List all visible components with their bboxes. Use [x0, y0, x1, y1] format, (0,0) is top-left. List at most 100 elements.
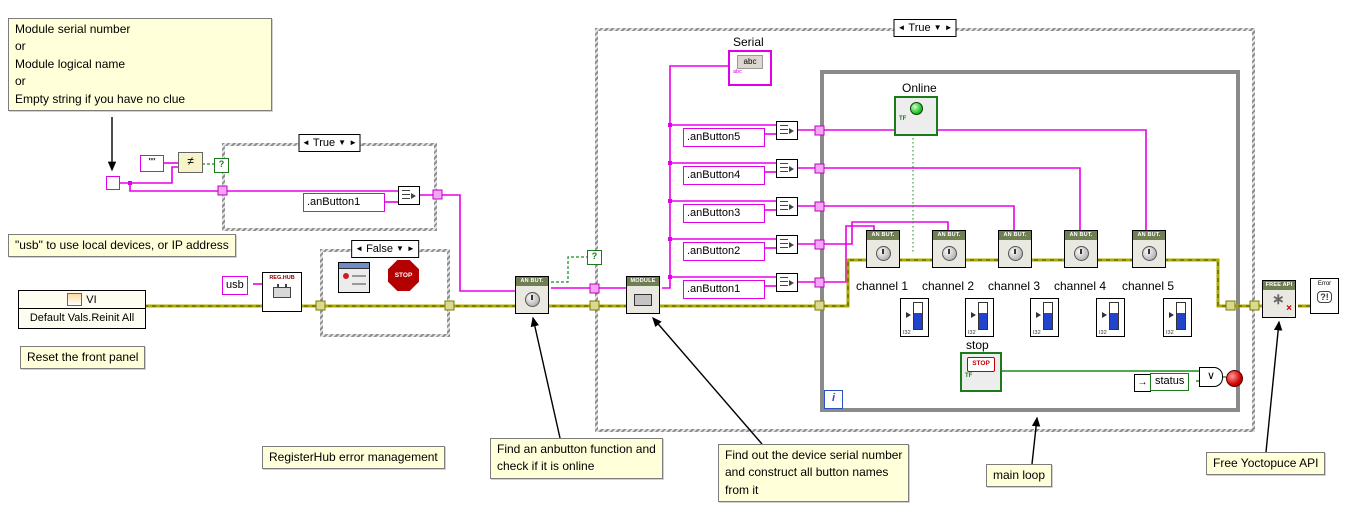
- usb-plug-icon: [273, 284, 291, 298]
- concat-arrow-icon: [789, 127, 794, 134]
- case-next-icon[interactable]: ►: [406, 244, 415, 253]
- case-next-icon[interactable]: ►: [349, 138, 357, 147]
- slider-pointer-icon: [971, 312, 976, 318]
- stop-sign-node[interactable]: STOP: [388, 260, 419, 291]
- concat-arrow-icon: [411, 192, 416, 199]
- concat-arrow-icon: [789, 241, 794, 248]
- numeric-type-label: I32: [968, 330, 976, 336]
- anbutton-find-node[interactable]: AN BUT.: [515, 276, 549, 314]
- anbutton4-constant[interactable]: .anButton4: [683, 166, 765, 185]
- channel1-label: channel 1: [850, 279, 914, 293]
- anbutton-node-ch5[interactable]: AN BUT.: [1132, 230, 1166, 268]
- channel2-slider-indicator[interactable]: I32: [965, 298, 994, 337]
- concatenate-strings-node[interactable]: [776, 159, 798, 178]
- anbutton-node-ch2[interactable]: AN BUT.: [932, 230, 966, 268]
- case-selector-value: False: [366, 243, 393, 255]
- empty-string-constant[interactable]: "": [140, 155, 164, 172]
- burst-icon: ∗: [1272, 291, 1285, 308]
- serial-string-constant[interactable]: [106, 176, 120, 190]
- case-prev-icon[interactable]: ◄: [355, 244, 364, 253]
- vi-icon: [67, 293, 83, 306]
- error-out-indicator[interactable]: Error ?!: [1310, 278, 1339, 314]
- chip-icon: [634, 294, 652, 306]
- slider-pointer-icon: [906, 312, 911, 318]
- case-prev-icon[interactable]: ◄: [897, 23, 906, 32]
- channel2-label: channel 2: [916, 279, 980, 293]
- comment-module-hint: Find out the device serial number and co…: [718, 444, 910, 503]
- case-selector-top[interactable]: ◄ True ▼ ►: [298, 134, 361, 152]
- knob-icon: [524, 292, 540, 307]
- case-selector-error[interactable]: ◄ False ▼ ►: [351, 240, 419, 258]
- concatenate-strings-node[interactable]: [776, 273, 798, 292]
- concatenate-strings-node[interactable]: [776, 235, 798, 254]
- comment-free-api-hint: Free Yoctopuce API: [1206, 452, 1326, 476]
- channel5-label: channel 5: [1116, 279, 1180, 293]
- slider-pointer-icon: [1036, 312, 1041, 318]
- knob-icon: [941, 246, 957, 261]
- anbutton-node-ch1[interactable]: AN BUT.: [866, 230, 900, 268]
- anbutton-node-label: AN BUT.: [1133, 231, 1165, 240]
- not-equal-node[interactable]: ≠: [178, 152, 203, 173]
- reghub-label: REG.HUB: [269, 275, 295, 281]
- dialog-titlebar-icon: [339, 263, 369, 269]
- chevron-down-icon[interactable]: ▼: [933, 23, 942, 32]
- channel1-slider-indicator[interactable]: I32: [900, 298, 929, 337]
- error-dialog-node[interactable]: [338, 262, 370, 293]
- module-node-label: MODULE: [627, 277, 659, 286]
- knob-icon: [1073, 246, 1089, 261]
- stop-button-terminal[interactable]: STOP TF: [960, 352, 1002, 392]
- chevron-down-icon[interactable]: ▼: [395, 244, 404, 253]
- loop-condition-terminal[interactable]: [1226, 370, 1243, 387]
- anbutton-node-label: AN BUT.: [516, 277, 548, 286]
- case-selector-main[interactable]: ◄ True ▼ ►: [893, 19, 957, 37]
- knob-icon: [1007, 246, 1023, 261]
- channel5-slider-indicator[interactable]: I32: [1163, 298, 1192, 337]
- concat-lines-icon: [780, 201, 788, 212]
- online-led-indicator[interactable]: TF: [894, 96, 938, 136]
- channel3-slider-indicator[interactable]: I32: [1030, 298, 1059, 337]
- concat-lines-icon: [780, 277, 788, 288]
- channel4-label: channel 4: [1048, 279, 1112, 293]
- anbutton1-top-constant[interactable]: .anButton1: [303, 193, 385, 212]
- concatenate-strings-node[interactable]: [776, 197, 798, 216]
- chevron-down-icon[interactable]: ▼: [338, 138, 347, 147]
- concat-lines-icon: [402, 190, 410, 201]
- anbutton-node-ch3[interactable]: AN BUT.: [998, 230, 1032, 268]
- case-selector-terminal[interactable]: ?: [587, 250, 602, 265]
- channel3-label: channel 3: [982, 279, 1046, 293]
- comment-reghub-hint: RegisterHub error management: [262, 446, 445, 470]
- free-api-node-label: FREE API: [1263, 281, 1295, 290]
- reghub-node[interactable]: REG.HUB: [262, 272, 302, 312]
- anbutton5-constant[interactable]: .anButton5: [683, 128, 765, 147]
- online-led-label: Online: [902, 81, 937, 95]
- slider-track-icon: [978, 302, 988, 330]
- free-api-node[interactable]: FREE API ∗ ×: [1262, 280, 1296, 318]
- anbutton2-constant[interactable]: .anButton2: [683, 242, 765, 261]
- case-selector-terminal[interactable]: ?: [214, 158, 229, 173]
- concatenate-strings-node[interactable]: [398, 186, 420, 205]
- slider-pointer-icon: [1102, 312, 1107, 318]
- concatenate-strings-node[interactable]: [776, 121, 798, 140]
- usb-constant[interactable]: usb: [222, 276, 248, 295]
- string-type-icon: abc: [737, 55, 763, 69]
- anbutton-node-ch4[interactable]: AN BUT.: [1064, 230, 1098, 268]
- numeric-type-label: I32: [1166, 330, 1174, 336]
- anbutton1-constant[interactable]: .anButton1: [683, 280, 765, 299]
- concat-arrow-icon: [789, 165, 794, 172]
- error-out-title: Error: [1317, 281, 1332, 287]
- invoke-node-method: Default Vals.Reinit All: [29, 312, 135, 324]
- status-local-variable[interactable]: status: [1150, 373, 1190, 391]
- case-prev-icon[interactable]: ◄: [302, 138, 310, 147]
- local-variable-arrow-icon: →: [1134, 374, 1151, 392]
- dialog-text-line-icon: [352, 275, 366, 277]
- or-function-node[interactable]: ∨: [1199, 367, 1223, 387]
- case-next-icon[interactable]: ►: [944, 23, 953, 32]
- serial-string-indicator[interactable]: abc abc: [728, 50, 772, 86]
- anbutton3-constant[interactable]: .anButton3: [683, 204, 765, 223]
- concat-arrow-icon: [789, 279, 794, 286]
- loop-iteration-terminal[interactable]: i: [824, 390, 843, 409]
- slider-track-icon: [1043, 302, 1053, 330]
- module-node[interactable]: MODULE: [626, 276, 660, 314]
- channel4-slider-indicator[interactable]: I32: [1096, 298, 1125, 337]
- invoke-node-reinit[interactable]: VI Default Vals.Reinit All: [18, 290, 146, 329]
